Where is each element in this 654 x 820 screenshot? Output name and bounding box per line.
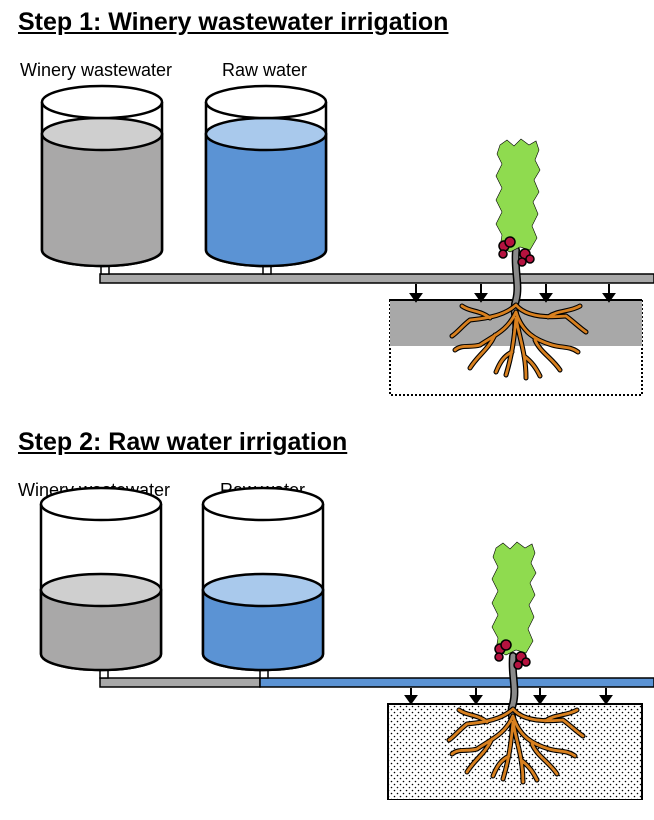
wastewater-tank-label: Winery wastewater	[20, 60, 173, 80]
step-1-panel: Step 1: Winery wastewater irrigation Win…	[0, 0, 654, 400]
wastewater-pipe-segment	[99, 677, 261, 688]
rawwater-tank	[204, 84, 328, 275]
irrigation-pipe	[99, 273, 654, 284]
grapevine	[491, 541, 537, 734]
wastewater-tank	[39, 486, 163, 679]
step-2-title: Step 2: Raw water irrigation	[18, 428, 348, 456]
rawwater-tank-label: Raw water	[222, 60, 308, 80]
rawwater-pipe-segment	[259, 677, 654, 688]
grape-clusters	[494, 639, 531, 670]
drip-arrows	[404, 688, 613, 705]
vine-roots-fill	[450, 303, 588, 380]
rawwater-tank	[201, 486, 325, 679]
grape-clusters	[498, 236, 535, 267]
vine-foliage	[495, 138, 541, 253]
irrigation-scene-step-1	[40, 84, 654, 396]
step-1-title: Step 1: Winery wastewater irrigation	[18, 8, 449, 36]
vine-foliage	[491, 541, 537, 656]
irrigation-scene-step-2	[39, 486, 654, 800]
wastewater-tank	[40, 84, 164, 275]
vine-roots-fill	[447, 707, 585, 784]
step-2-panel: Step 2: Raw water irrigation Winery wast…	[0, 420, 654, 820]
drip-arrows	[409, 284, 616, 303]
